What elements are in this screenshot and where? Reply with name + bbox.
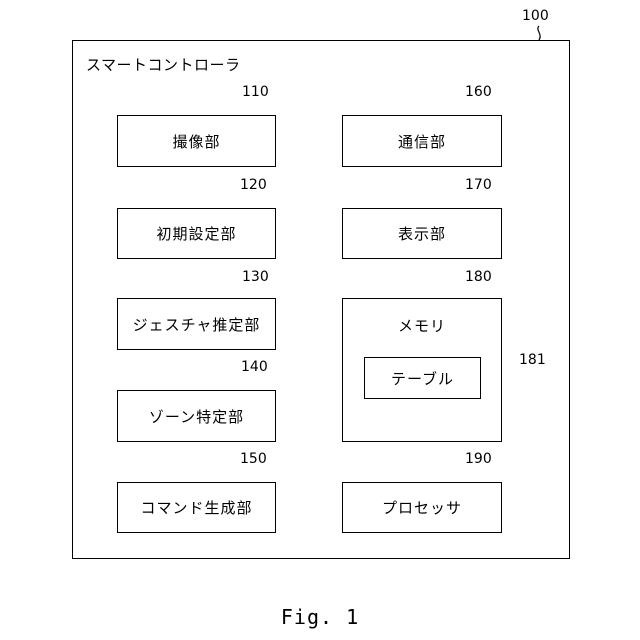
figure-caption: Fig. 1 [0, 605, 640, 629]
ref-190: 190 [465, 451, 492, 467]
zone-identification-unit-block: ゾーン特定部 [117, 390, 276, 442]
command-generation-unit-block: コマンド生成部 [117, 482, 276, 533]
smart-controller-title: スマートコントローラ [86, 54, 241, 75]
display-unit-block: 表示部 [342, 208, 502, 259]
ref-140: 140 [241, 359, 268, 375]
gesture-estimation-unit-block: ジェスチャ推定部 [117, 298, 276, 350]
ref-120: 120 [240, 177, 267, 193]
ref-100: 100 [522, 8, 549, 24]
processor-block: プロセッサ [342, 482, 502, 533]
ref-170: 170 [465, 177, 492, 193]
leader-100 [538, 26, 540, 40]
ref-110: 110 [242, 84, 269, 100]
initial-setting-unit-block: 初期設定部 [117, 208, 276, 259]
ref-130: 130 [242, 269, 269, 285]
ref-180: 180 [465, 269, 492, 285]
ref-181: 181 [519, 352, 546, 368]
ref-150: 150 [240, 451, 267, 467]
memory-label: メモリ [343, 315, 501, 336]
communication-unit-block: 通信部 [342, 115, 502, 167]
imaging-unit-block: 撮像部 [117, 115, 276, 167]
table-block: テーブル [364, 357, 481, 399]
ref-160: 160 [465, 84, 492, 100]
